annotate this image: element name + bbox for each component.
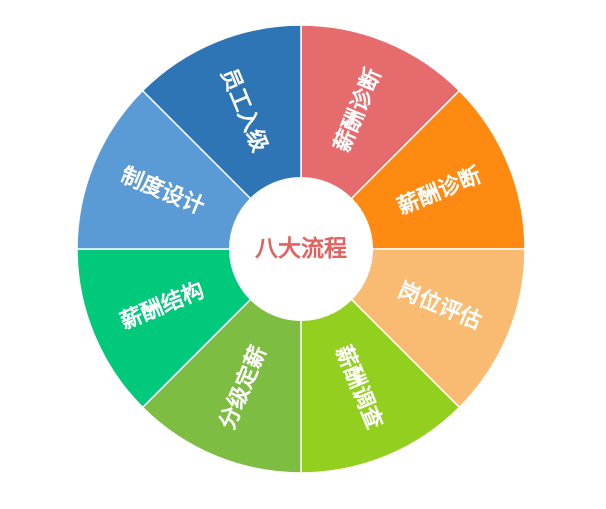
center-hub bbox=[229, 177, 373, 321]
center-label: 八大流程 bbox=[255, 235, 347, 262]
